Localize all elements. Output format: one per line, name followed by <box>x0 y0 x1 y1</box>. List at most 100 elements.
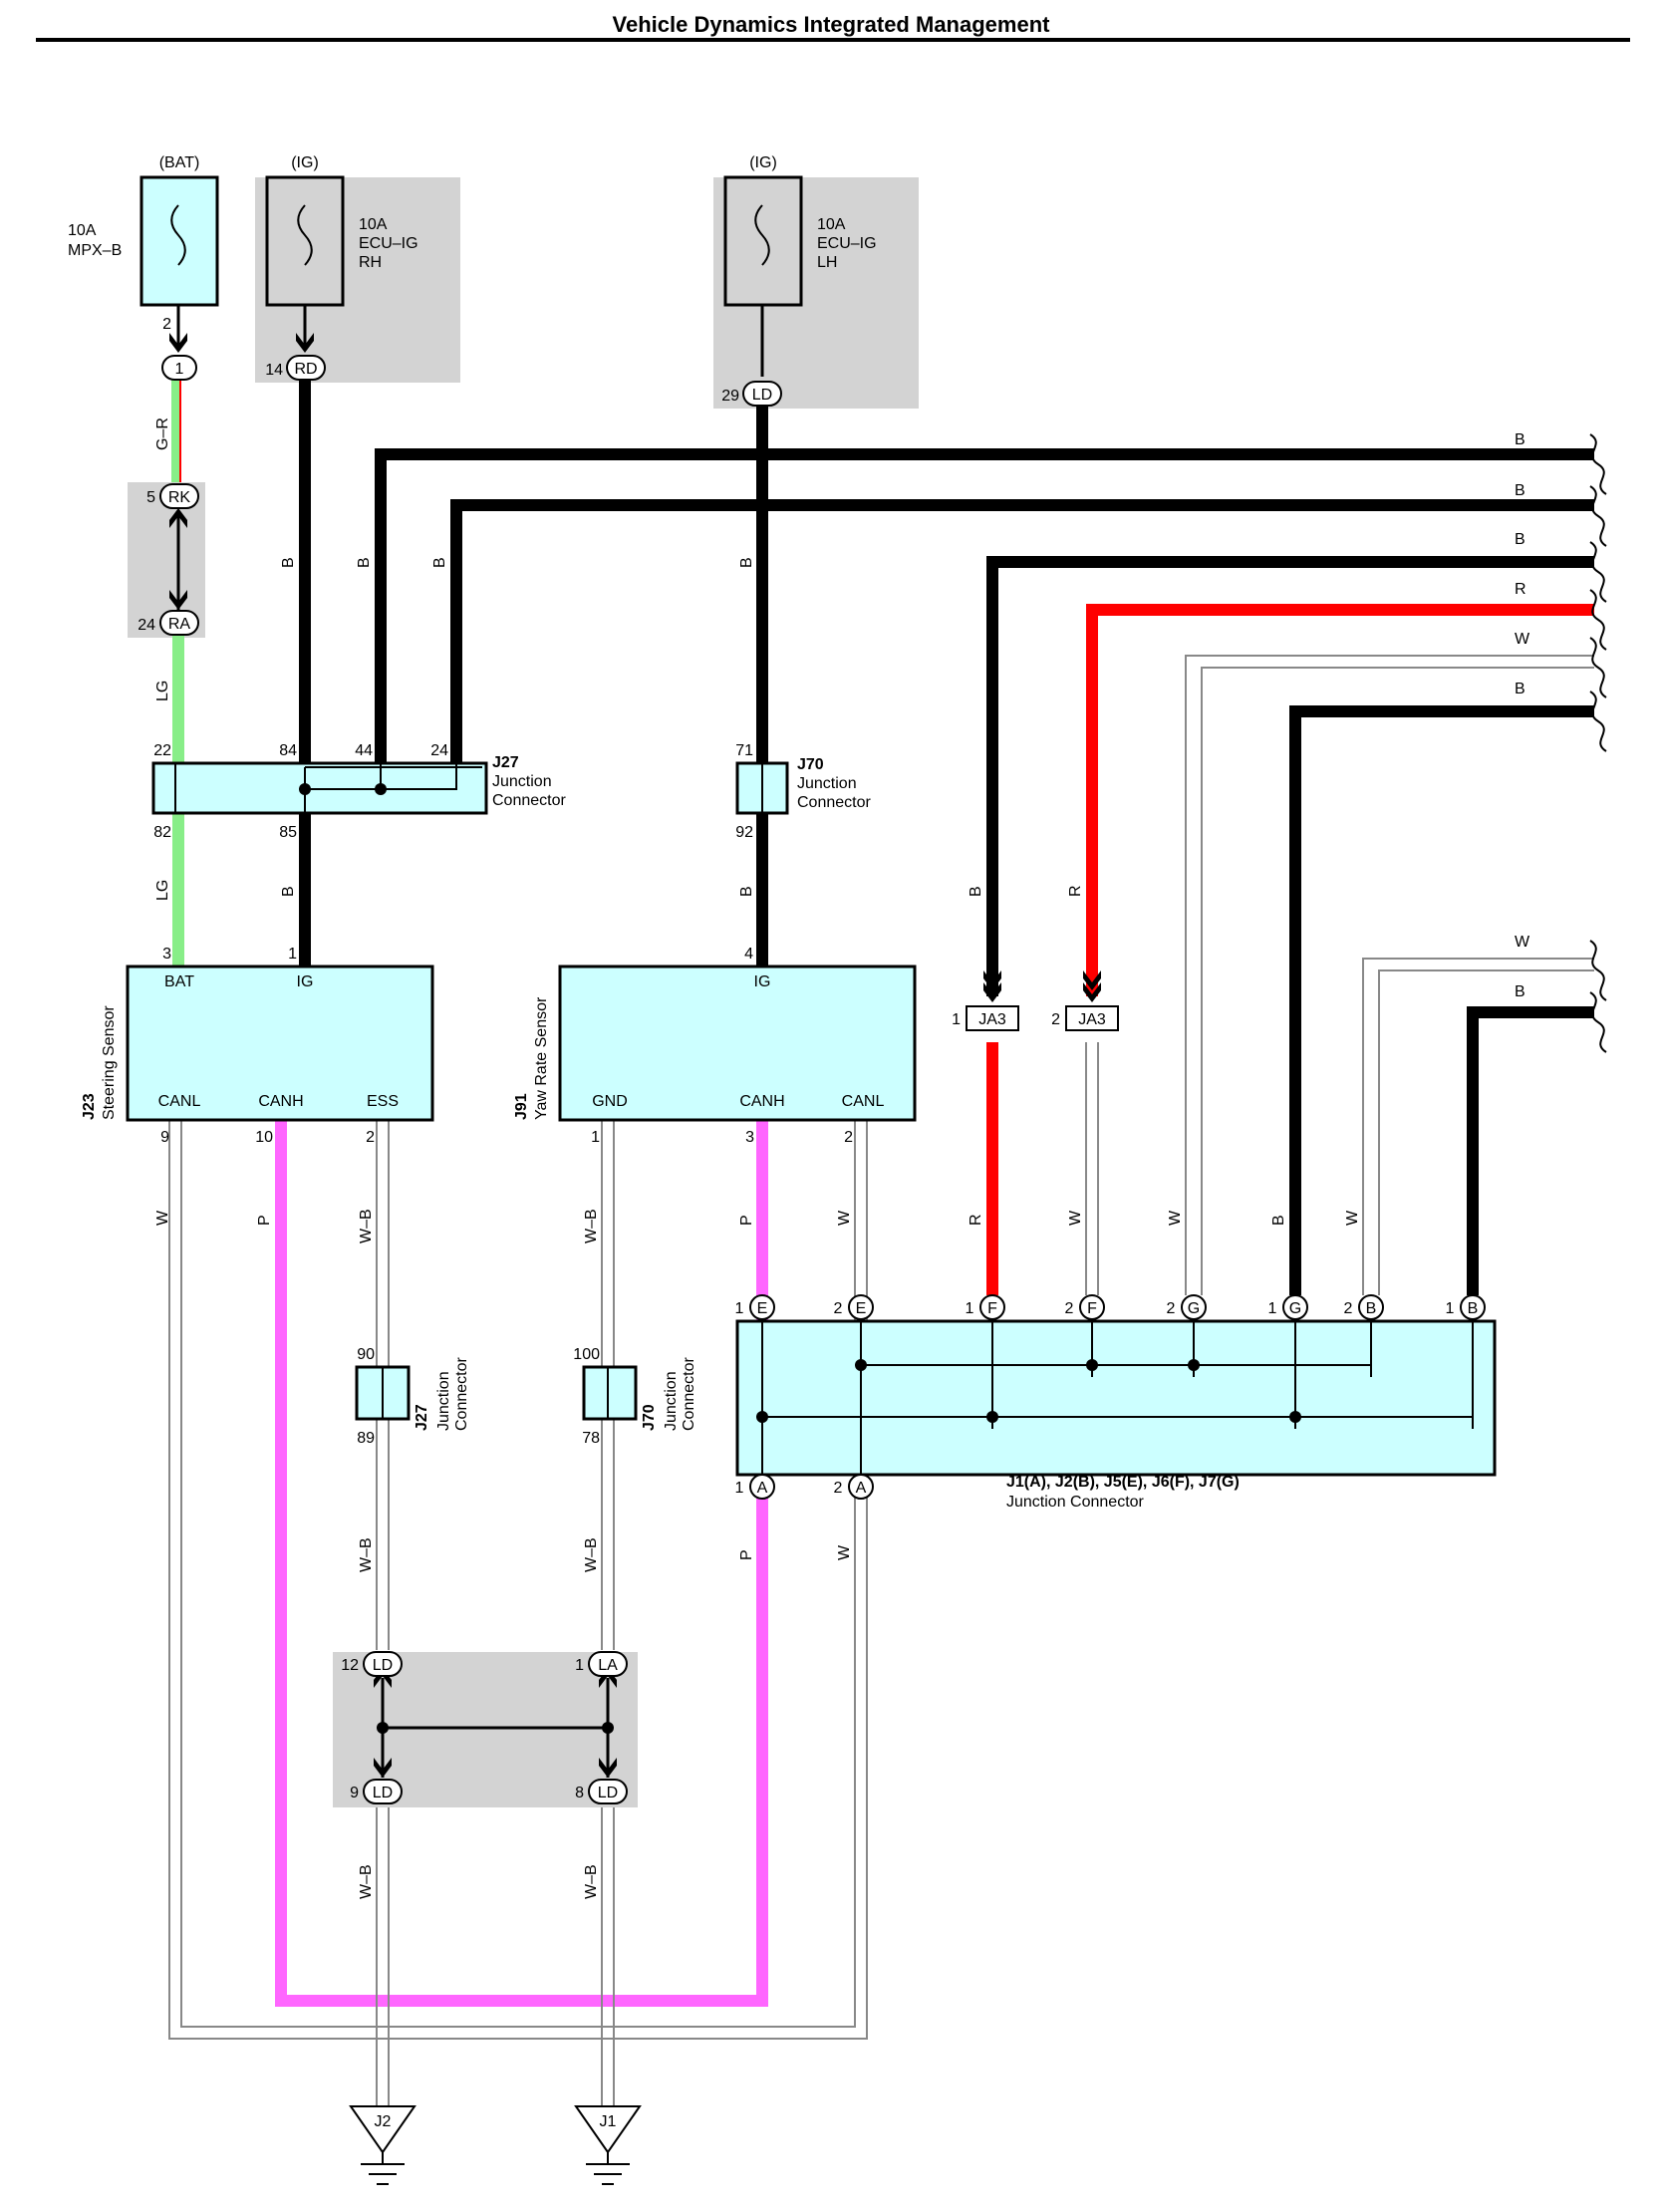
connector-la-1-label: LA <box>598 1657 618 1674</box>
wire-color-label: B <box>431 557 448 568</box>
chevron-down-icon <box>983 982 1001 1002</box>
wire-color-label: W <box>1067 1210 1084 1226</box>
pin-number: 100 <box>573 1346 600 1363</box>
fuse-ecu-ig-lh-shade <box>713 177 919 409</box>
wire-color-label: B <box>280 557 297 568</box>
j27-id: J27 <box>492 754 519 771</box>
jbig-ids: J1(A), J2(B), J5(E), J6(F), J7(G) <box>1006 1474 1240 1491</box>
splice-dot <box>602 1722 614 1734</box>
terminal-g1 <box>1282 1294 1308 1320</box>
wire-w-g2-a <box>1185 655 1594 1295</box>
chevron-down-icon <box>374 1758 392 1778</box>
yaw-ig-terminal: IG <box>754 973 771 990</box>
terminal-f2 <box>1079 1294 1105 1320</box>
pin-number: 22 <box>153 742 171 759</box>
terminal-letter: B <box>1366 1300 1377 1317</box>
fuse-element-icon <box>754 204 770 266</box>
pin-number: 1 <box>735 1300 744 1317</box>
wire-color-label: P <box>256 1215 273 1226</box>
wire-color-label: W <box>1515 631 1530 648</box>
pin-number: 92 <box>735 824 753 841</box>
junction-j70-bottom <box>582 1365 638 1421</box>
wire-color-label: W <box>1344 1210 1361 1226</box>
fuse-mpx-b <box>139 175 219 307</box>
wire-color-label: W–B <box>358 1209 375 1244</box>
pin-number: 5 <box>146 489 155 506</box>
wire-color-label: W–B <box>358 1864 375 1899</box>
ground-j1-icon <box>574 2105 642 2154</box>
pin-number: 8 <box>575 1785 584 1801</box>
yaw-name: Yaw Rate Sensor <box>533 996 550 1120</box>
connector-ra <box>159 610 199 636</box>
yaw-canl-terminal: CANL <box>842 1093 885 1110</box>
splice-dot <box>855 1359 867 1371</box>
steering-ess-terminal: ESS <box>367 1093 399 1110</box>
pin-number: 85 <box>279 824 297 841</box>
terminal-b2 <box>1358 1294 1384 1320</box>
connector-rk-label: RK <box>168 489 191 506</box>
terminal-letter: E <box>757 1300 768 1317</box>
pin-number: 4 <box>744 946 753 963</box>
splice-dot <box>377 1722 389 1734</box>
wire-color-label: G–R <box>154 417 171 450</box>
j70-label: Connector <box>797 794 871 811</box>
splice-dot <box>299 783 311 795</box>
steering-canl-terminal: CANL <box>158 1093 201 1110</box>
fuse-name: MPX–B <box>68 242 122 259</box>
j70-label: Junction <box>797 775 857 792</box>
steering-name: Steering Sensor <box>101 1005 118 1120</box>
chevron-down-icon <box>1083 970 1101 990</box>
fuse-element-icon <box>170 204 186 266</box>
connector-ld <box>742 381 782 407</box>
pin-number: 44 <box>355 742 373 759</box>
jbig-label: Junction Connector <box>1006 1494 1145 1511</box>
terminal-f1 <box>979 1294 1005 1320</box>
j70-id: J70 <box>797 756 824 773</box>
yaw-id: J91 <box>513 1093 530 1120</box>
pin-number: 2 <box>1065 1300 1074 1317</box>
connector-ra-label: RA <box>168 616 191 633</box>
splice-dot <box>1188 1359 1200 1371</box>
junction-connector-j1-j7 <box>735 1319 1497 1477</box>
wire-color-label: W–B <box>358 1537 375 1572</box>
chevron-up-icon <box>169 508 187 528</box>
pin-number: 90 <box>357 1346 375 1363</box>
connector-ja3-1 <box>966 1005 1019 1031</box>
connector-ld-label: LD <box>752 387 772 404</box>
pin-number: 1 <box>575 1657 584 1674</box>
wire-color-label: R <box>1067 885 1084 897</box>
splice-dot <box>375 783 387 795</box>
diagram-title: Vehicle Dynamics Integrated Management <box>613 12 1051 37</box>
fuse-amp: 10A <box>68 222 97 239</box>
terminal-letter: B <box>1468 1300 1479 1317</box>
fuse-name: ECU–IG <box>817 235 877 252</box>
terminal-letter: F <box>987 1300 997 1317</box>
wire-w-canl-a <box>168 1120 868 2040</box>
connector-ld-8 <box>588 1779 628 1804</box>
wire-color-label: B <box>1270 1215 1287 1226</box>
pin-number: 14 <box>265 362 283 379</box>
pin-number: 2 <box>1167 1300 1176 1317</box>
wire-b-44 <box>375 448 1594 763</box>
fuse-name: LH <box>817 254 837 271</box>
pin-number: 82 <box>153 824 171 841</box>
pin-number: 2 <box>366 1129 375 1146</box>
wire-color-label: B <box>1515 681 1525 697</box>
wire-b-b1 <box>1467 1006 1594 1295</box>
pin-number: 3 <box>162 946 171 963</box>
pin-number: 71 <box>735 742 753 759</box>
wire-color-label: W <box>154 1210 171 1226</box>
j27-label: Connector <box>492 792 566 809</box>
pin-number: 2 <box>834 1300 843 1317</box>
j27b-label: Junction <box>435 1371 452 1431</box>
ground-j2-icon <box>349 2105 416 2154</box>
terminal-letter: E <box>856 1300 867 1317</box>
connector-ld-8-label: LD <box>598 1785 618 1801</box>
chevron-down-icon <box>983 970 1001 990</box>
connector-ld-9 <box>363 1779 403 1804</box>
splice-dot <box>986 1411 998 1423</box>
splice-dot <box>756 1411 768 1423</box>
pin-number: 9 <box>350 1785 359 1801</box>
chevron-down-icon <box>599 1758 617 1778</box>
